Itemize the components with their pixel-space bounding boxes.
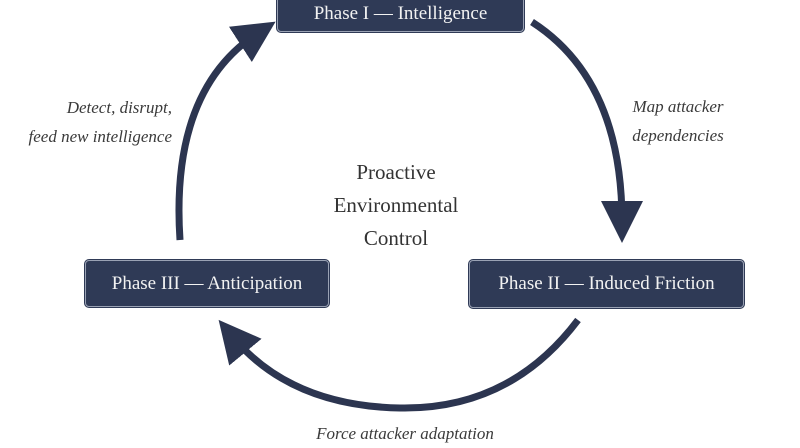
phase-2-label: Phase II — Induced Friction <box>498 273 715 294</box>
label-line: Detect, disrupt, <box>66 98 172 117</box>
phase-1-box: Phase I — Intelligence <box>277 0 524 32</box>
label-force-adaptation: Force attacker adaptation <box>316 424 494 443</box>
center-line-1: Proactive <box>356 160 436 184</box>
label-line: Map attacker <box>632 97 724 116</box>
center-title: Proactive Environmental Control <box>296 156 496 255</box>
label-line: feed new intelligence <box>28 127 173 146</box>
phase-1-label: Phase I — Intelligence <box>313 3 488 24</box>
arrow-phase3-to-phase1 <box>175 21 276 241</box>
center-line-3: Control <box>363 226 429 250</box>
label-detect-disrupt: Detect, disrupt, feed new intelligence <box>10 93 173 151</box>
label-map-dependencies: Map attacker dependencies <box>618 92 738 150</box>
phase-3-label: Phase III — Anticipation <box>111 272 303 294</box>
label-line: dependencies <box>632 126 724 145</box>
center-line-2: Environmental <box>333 193 459 217</box>
phase-2-box: Phase II — Induced Friction <box>469 260 744 308</box>
arrow-phase2-to-phase3 <box>218 317 581 412</box>
arrow-phase1-to-phase2 <box>530 19 643 243</box>
phase-3-box: Phase III — Anticipation <box>85 260 329 307</box>
